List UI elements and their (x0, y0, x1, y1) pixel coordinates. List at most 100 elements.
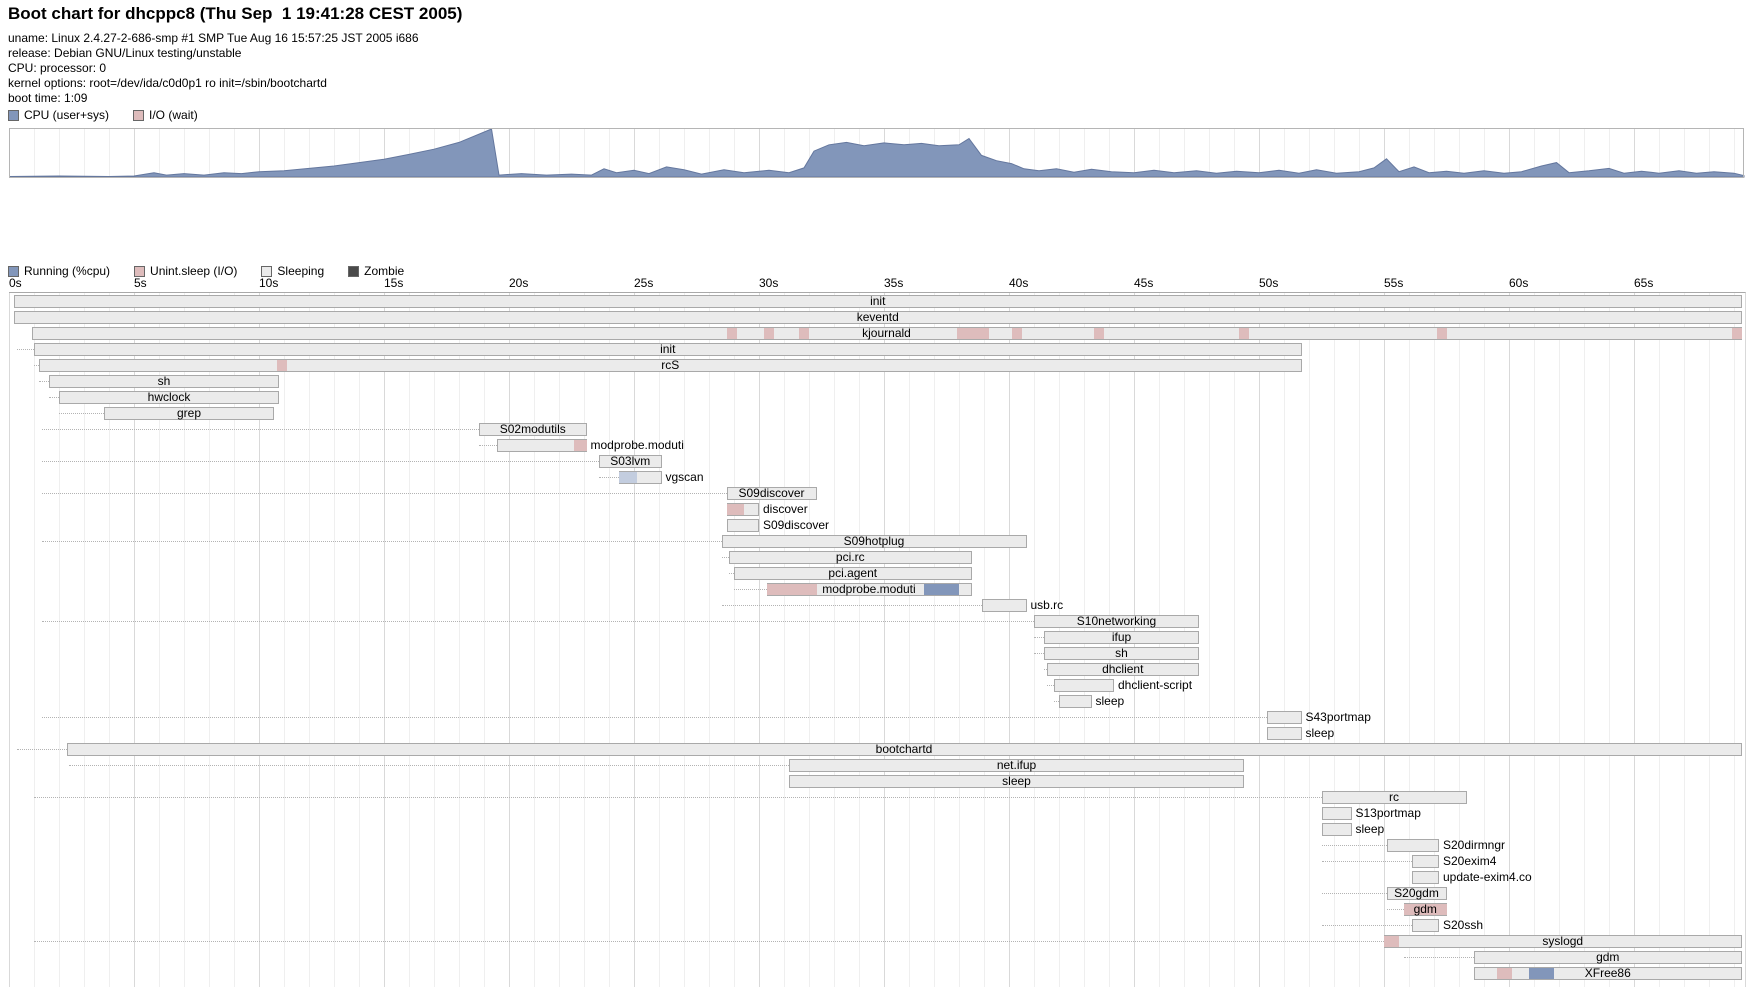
process-dependency-line (1044, 669, 1047, 670)
grid-line (459, 293, 460, 987)
process-bar (479, 423, 587, 436)
process-bar (1054, 679, 1114, 692)
uname-line: uname: Linux 2.4.27-2-686-smp #1 SMP Tue… (8, 31, 419, 45)
grid-line (59, 293, 60, 987)
process-dependency-line (1321, 893, 1387, 894)
legend-item: CPU (user+sys) (8, 108, 109, 122)
process-label: gdm (1413, 902, 1437, 916)
grid-line (1734, 293, 1735, 987)
process-dependency-line (39, 381, 49, 382)
process-label: S20gdm (1394, 886, 1439, 900)
process-bar (726, 503, 759, 516)
grid-line (1209, 293, 1210, 987)
grid-line (509, 293, 510, 987)
axis-tick-label: 0s (9, 276, 22, 290)
grid-line (784, 293, 785, 987)
process-state-segment (1436, 328, 1447, 339)
grid-line (34, 293, 35, 987)
process-label: pci.agent (828, 566, 878, 580)
grid-line (1384, 293, 1385, 987)
kernel-options-line: kernel options: root=/dev/ida/c0d0p1 ro … (8, 76, 327, 90)
grid-line (1659, 293, 1660, 987)
running-swatch (8, 265, 19, 277)
process-label: usb.rc (1030, 598, 1064, 612)
process-state-segment (766, 584, 817, 595)
axis-tick-label: 60s (1509, 276, 1529, 290)
legend-item: Unint.sleep (I/O) (134, 264, 237, 278)
page-title: Boot chart for dhcppc8 (Thu Sep 1 19:41:… (8, 4, 463, 23)
axis-tick-label: 40s (1009, 276, 1029, 290)
process-dependency-line (479, 445, 497, 446)
grid-line (684, 293, 685, 987)
process-dependency-line (41, 717, 1267, 718)
grid-line (734, 293, 735, 987)
process-dependency-line (734, 589, 767, 590)
grid-line (1484, 293, 1485, 987)
process-bar (981, 599, 1027, 612)
process-bar (789, 759, 1244, 772)
process-bar (1411, 855, 1439, 868)
process-label: S43portmap (1305, 710, 1371, 724)
cpu-usage-area-chart (9, 128, 1745, 178)
grid-line (1634, 293, 1635, 987)
grid-line (1609, 293, 1610, 987)
axis-tick-label: 65s (1634, 276, 1654, 290)
process-state-segment (726, 504, 744, 515)
grid-line (1334, 293, 1335, 987)
process-label: pci.rc (835, 550, 865, 564)
process-bar (49, 375, 279, 388)
process-label: XFree86 (1584, 966, 1631, 980)
process-bar (1059, 695, 1092, 708)
process-bar (1386, 887, 1447, 900)
grid-line (284, 293, 285, 987)
process-label: S20exim4 (1443, 854, 1497, 868)
release-line: release: Debian GNU/Linux testing/unstab… (8, 46, 242, 60)
process-bar (789, 775, 1244, 788)
grid-line (384, 293, 385, 987)
process-state-segment (1094, 328, 1104, 339)
grid-line (1409, 293, 1410, 987)
process-bar (1384, 935, 1742, 948)
grid-line (134, 293, 135, 987)
grid-line (659, 293, 660, 987)
process-label: S10networking (1076, 614, 1157, 628)
process-dependency-line (1321, 845, 1387, 846)
legend-item: Running (%cpu) (8, 264, 110, 278)
process-bar (1474, 967, 1742, 980)
process-bar (1266, 711, 1302, 724)
process-label: ifup (1111, 630, 1132, 644)
process-bar (14, 295, 1742, 308)
process-dependency-line (1046, 685, 1054, 686)
grid-line (1709, 293, 1710, 987)
process-dependency-line (1321, 925, 1412, 926)
grid-line (1034, 293, 1035, 987)
process-bar (1411, 871, 1439, 884)
process-state-segment (924, 584, 959, 595)
grid-line (609, 293, 610, 987)
grid-line (559, 293, 560, 987)
legend-item: I/O (wait) (133, 108, 198, 122)
cpu-line: CPU: processor: 0 (8, 61, 107, 75)
axis-tick-label: 10s (259, 276, 279, 290)
process-bar (39, 359, 1302, 372)
grid-line (1009, 293, 1010, 987)
process-label: discover (763, 502, 808, 516)
process-dependency-line (1321, 861, 1412, 862)
process-bar (1474, 951, 1742, 964)
axis-tick-label: 50s (1259, 276, 1279, 290)
process-state-segment (1404, 904, 1447, 915)
process-label: grep (176, 406, 202, 420)
axis-tick-label: 5s (134, 276, 147, 290)
process-dependency-line (49, 397, 59, 398)
process-label: vgscan (665, 470, 704, 484)
grid-line (209, 293, 210, 987)
process-dependency-line (41, 461, 599, 462)
process-bar (1386, 839, 1439, 852)
process-state-segment (799, 328, 809, 339)
process-label: update-exim4.co (1443, 870, 1532, 884)
process-label: dhclient (1102, 662, 1144, 676)
sleeping-swatch (261, 265, 273, 277)
process-bar (59, 391, 279, 404)
process-state-segment (1239, 328, 1249, 339)
